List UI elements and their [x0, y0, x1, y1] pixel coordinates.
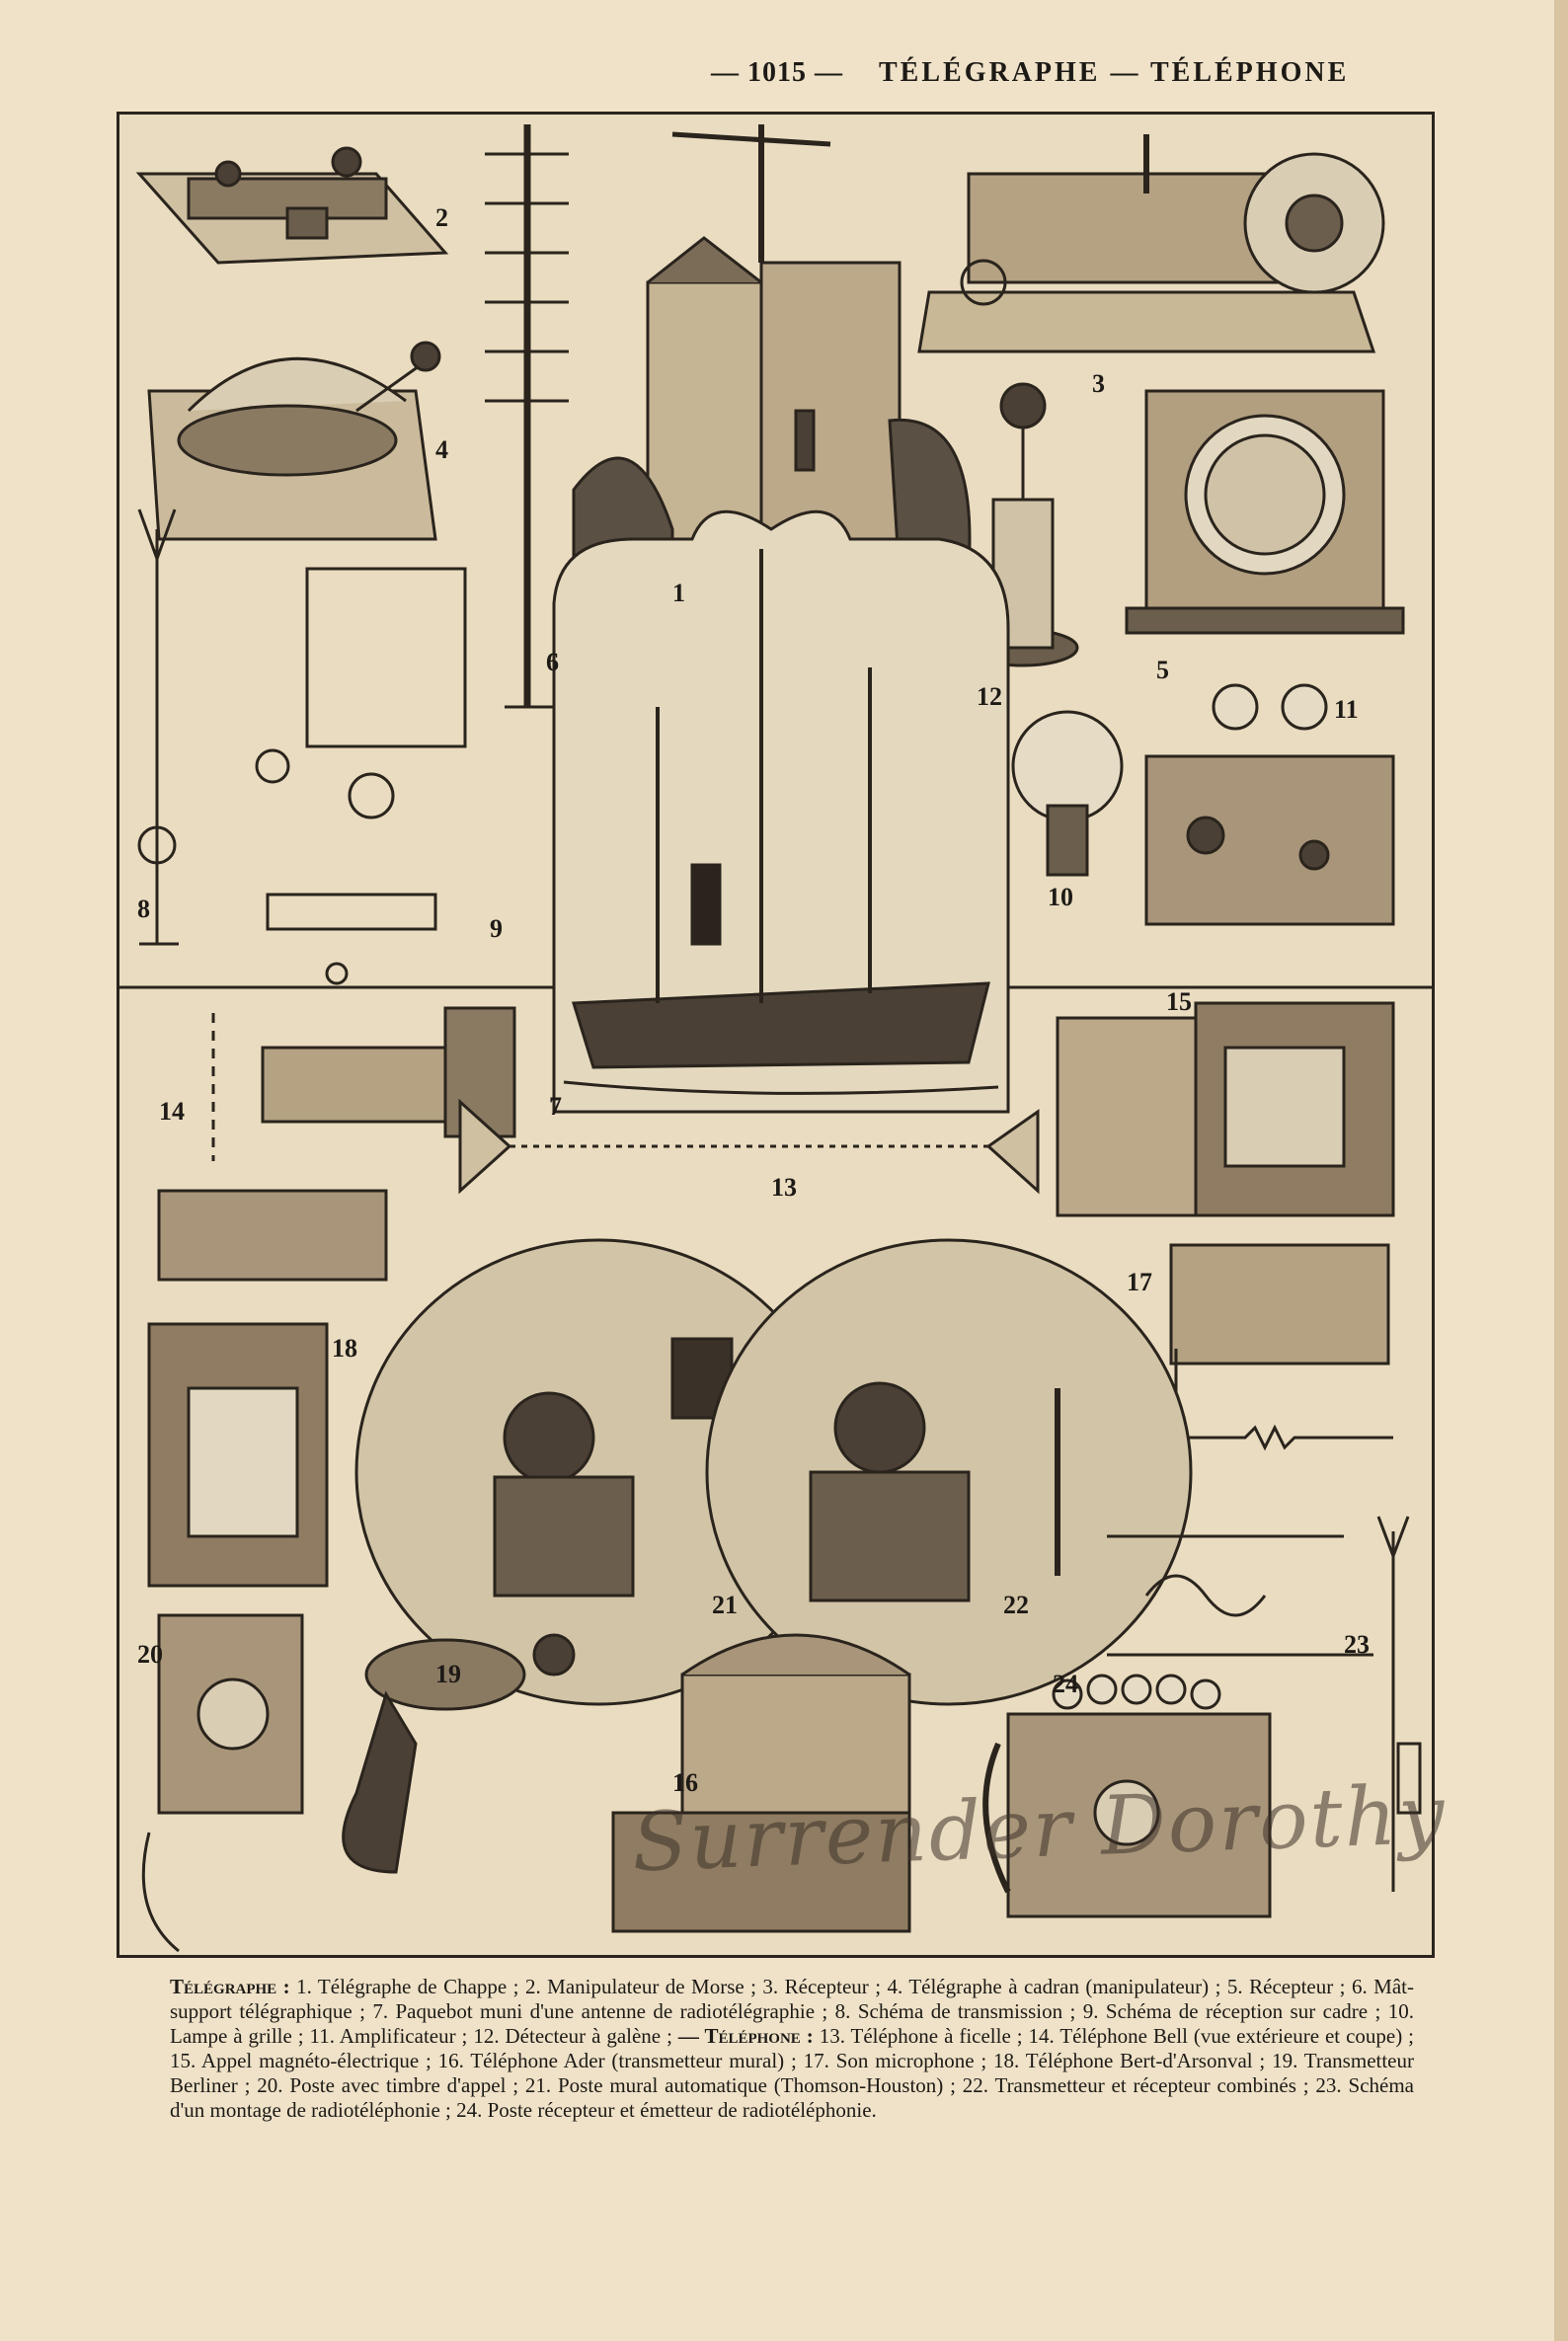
- dial-receiver-engraving: [1125, 389, 1405, 635]
- caption-telegraphe-text: 1. Télégraphe de Chappe ; 2. Manipulateu…: [170, 1975, 1414, 2048]
- figure-number: 9: [490, 914, 503, 943]
- ader-telephone-engraving: [611, 1633, 911, 1933]
- bert-darsonval-engraving: [147, 1322, 329, 1588]
- figure-number: 11: [1334, 695, 1359, 724]
- microphone-engraving: [1169, 1243, 1393, 1451]
- morse-key-engraving: [135, 146, 449, 265]
- caption-telegraphe-lead: Télégraphe :: [170, 1975, 290, 1998]
- frame-reception-engraving: [266, 567, 467, 985]
- figure-number: 21: [712, 1591, 738, 1619]
- figure-number: 1: [672, 579, 685, 607]
- string-telephone-engraving: [458, 1098, 1040, 1195]
- page-edge: [1554, 0, 1568, 2341]
- figure-number: 12: [977, 682, 1002, 711]
- bell-telephone-engraving: [157, 1006, 516, 1282]
- caption-telephone-text: 13. Téléphone à ficelle ; 14. Téléphone …: [170, 2024, 1414, 2122]
- figure-number: 22: [1003, 1591, 1029, 1619]
- dial-telegraph-engraving: [147, 341, 441, 541]
- running-title: TÉLÉGRAPHE — TÉLÉPHONE: [879, 57, 1350, 88]
- figure-number: 6: [546, 648, 559, 676]
- figure-number: 13: [771, 1173, 797, 1202]
- magneto-call-engraving: [1056, 1001, 1395, 1217]
- page-number: — 1015 —: [711, 57, 843, 88]
- figure-number: 18: [332, 1334, 357, 1363]
- figure-number: 19: [435, 1660, 461, 1688]
- combined-phone-medallion-engraving: [705, 1238, 1193, 1706]
- figure-number: 4: [435, 435, 448, 464]
- telegraph-pole-engraving: [485, 124, 569, 709]
- transmission-schema-engraving: [137, 508, 290, 946]
- illustration-plate: 2 1 3 4 5 6 7 8 9 10 11 12 13 14 15 16 1…: [117, 112, 1435, 1958]
- steamship-engraving: [552, 509, 1010, 1114]
- caption-telephone-lead: — Téléphone :: [677, 2024, 814, 2048]
- figure-number: 2: [435, 203, 448, 232]
- radiotelephony-set-engraving: [982, 1674, 1272, 1918]
- figure-number: 23: [1344, 1630, 1370, 1659]
- figure-number: 17: [1127, 1268, 1152, 1296]
- plate-engravings: [119, 124, 1432, 1953]
- figure-number: 10: [1048, 883, 1073, 911]
- amplifier-engraving: [1144, 683, 1395, 926]
- figure-number: 14: [159, 1097, 185, 1126]
- figure-number: 5: [1156, 656, 1169, 684]
- figure-number: 24: [1053, 1670, 1078, 1698]
- wall-set-engraving: [141, 1613, 304, 1953]
- figure-number: 8: [137, 895, 150, 923]
- morse-receiver-engraving: [917, 134, 1385, 353]
- grid-lamp-engraving: [1011, 710, 1124, 877]
- figure-number: 3: [1092, 369, 1105, 398]
- figure-number: 7: [549, 1092, 562, 1121]
- plate-caption: Télégraphe : 1. Télégraphe de Chappe ; 2…: [170, 1975, 1414, 2123]
- page-header: — 1015 — TÉLÉGRAPHE — TÉLÉPHONE: [0, 57, 1568, 97]
- figure-number: 16: [672, 1768, 698, 1797]
- figure-number: 20: [137, 1640, 163, 1669]
- berliner-transmitter-engraving: [342, 1633, 576, 1874]
- radiotelephony-schema-engraving: [1107, 1516, 1422, 1892]
- figure-number: 15: [1166, 987, 1192, 1016]
